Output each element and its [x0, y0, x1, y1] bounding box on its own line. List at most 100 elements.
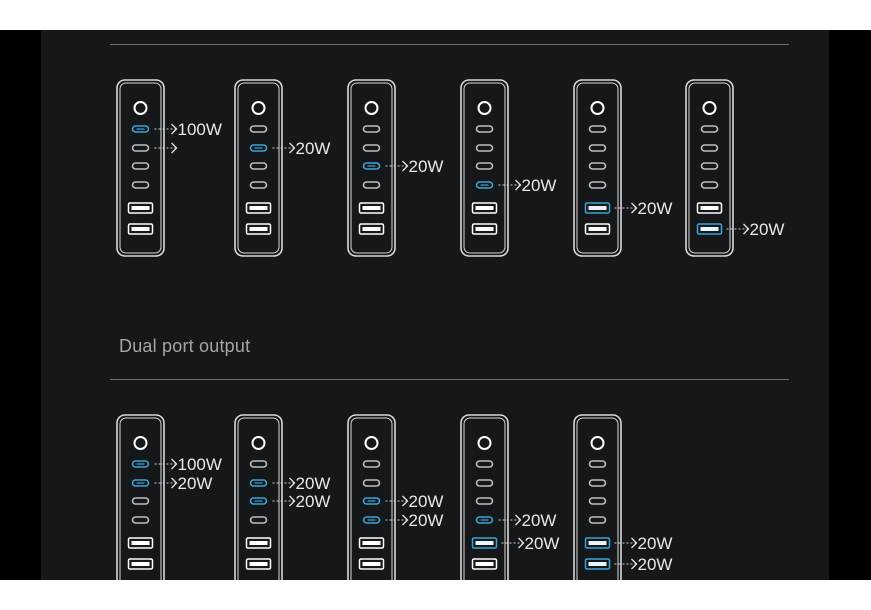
charger-body-inner-outline: [576, 417, 619, 580]
arrow-head-icon: [518, 537, 525, 549]
usb-c-port-icon: [588, 460, 607, 468]
arrow-head-icon: [289, 477, 296, 489]
charger-body-inner-outline: [119, 417, 162, 580]
usb-c-port-icon: [249, 479, 268, 487]
charger-body-inner-outline: [237, 417, 280, 580]
usb-a-port-icon: [245, 558, 272, 570]
usb-a-port-tongue: [249, 227, 268, 231]
usb-a-port-tongue: [249, 206, 268, 210]
usb-c-port-icon: [700, 144, 719, 152]
power-indicator-icon: [590, 436, 605, 450]
usb-c-port-icon: [588, 125, 607, 133]
usb-a-port-tongue: [362, 227, 381, 231]
charger-body-outline: [116, 79, 165, 257]
usb-a-port-tongue: [588, 206, 607, 210]
usb-a-port-icon: [245, 223, 272, 235]
charger-body-inner-outline: [688, 82, 731, 254]
usb-c-port-icon: [131, 460, 150, 468]
usb-a-port-tongue: [588, 227, 607, 231]
usb-c-port-icon: [588, 181, 607, 189]
usb-c-port-icon: [131, 125, 150, 133]
power-indicator-icon: [133, 101, 148, 115]
charger-body-outline: [347, 79, 396, 257]
usb-c-port-icon: [362, 181, 381, 189]
usb-a-port-icon: [471, 537, 498, 549]
usb-a-port-icon: [127, 223, 154, 235]
usb-c-port-icon: [475, 125, 494, 133]
charger-body-inner-outline: [350, 417, 393, 580]
usb-c-port-icon: [700, 181, 719, 189]
usb-c-port-icon: [700, 125, 719, 133]
usb-a-port-tongue: [249, 541, 268, 545]
wattage-label: 20W: [296, 474, 331, 493]
usb-a-port-tongue: [588, 541, 607, 545]
usb-c-port-icon: [131, 516, 150, 524]
wattage-label: 100W: [178, 455, 222, 474]
usb-c-port-icon: [249, 497, 268, 505]
usb-c-port-icon: [131, 144, 150, 152]
usb-c-port-icon: [362, 162, 381, 170]
charger-body-outline: [573, 414, 622, 580]
usb-a-port-icon: [696, 223, 723, 235]
wattage-label: 20W: [638, 555, 673, 574]
charger-unit: 20W: [460, 79, 557, 257]
left-black-margin: [0, 30, 41, 580]
wattage-label: 20W: [638, 534, 673, 553]
charger-body-outline: [116, 414, 165, 580]
arrow-head-icon: [743, 223, 750, 235]
charger-body-inner-outline: [119, 82, 162, 254]
charger-body-outline: [347, 414, 396, 580]
usb-c-port-icon: [588, 479, 607, 487]
wattage-label: 20W: [522, 511, 557, 530]
usb-c-port-icon: [475, 479, 494, 487]
usb-a-port-tongue: [131, 562, 150, 566]
charger-body-outline: [573, 79, 622, 257]
usb-a-port-tongue: [362, 541, 381, 545]
usb-a-port-tongue: [475, 562, 494, 566]
usb-a-port-icon: [245, 537, 272, 549]
arrow-head-icon: [171, 123, 178, 135]
charger-body-inner-outline: [463, 417, 506, 580]
power-indicator-icon: [477, 436, 492, 450]
charger-unit: 20W: [347, 79, 443, 257]
usb-a-port-icon: [358, 537, 385, 549]
arrow-head-icon: [402, 514, 409, 526]
usb-a-port-icon: [584, 223, 611, 235]
usb-a-port-icon: [471, 223, 498, 235]
charger-body-inner-outline: [576, 82, 619, 254]
arrow-head-icon: [289, 142, 296, 154]
wattage-label: 20W: [638, 199, 673, 218]
section-title-dual-port: Dual port output: [119, 336, 251, 356]
wattage-label: 20W: [525, 534, 560, 553]
usb-a-port-tongue: [475, 227, 494, 231]
usb-a-port-icon: [127, 537, 154, 549]
power-indicator-icon: [364, 436, 379, 450]
arrow-head-icon: [631, 202, 638, 214]
wattage-label: 20W: [409, 492, 444, 511]
usb-c-port-icon: [588, 144, 607, 152]
usb-c-port-icon: [131, 162, 150, 170]
charger-body-outline: [685, 79, 734, 257]
wattage-label: 20W: [522, 176, 557, 195]
usb-c-port-icon: [249, 181, 268, 189]
usb-a-port-tongue: [475, 206, 494, 210]
section-divider-line: [110, 379, 789, 380]
usb-c-port-icon: [362, 497, 381, 505]
usb-a-port-icon: [584, 537, 611, 549]
usb-a-port-icon: [358, 558, 385, 570]
arrow-head-icon: [631, 558, 638, 570]
usb-c-port-icon: [362, 144, 381, 152]
usb-c-port-icon: [475, 181, 494, 189]
wattage-label: 20W: [296, 492, 331, 511]
usb-a-port-tongue: [131, 541, 150, 545]
power-indicator-icon: [477, 101, 492, 115]
arrow-head-icon: [515, 514, 522, 526]
wattage-label: 20W: [178, 474, 213, 493]
usb-c-port-icon: [475, 497, 494, 505]
wattage-label: 20W: [296, 139, 331, 158]
usb-a-port-icon: [584, 558, 611, 570]
power-indicator-icon: [590, 101, 605, 115]
